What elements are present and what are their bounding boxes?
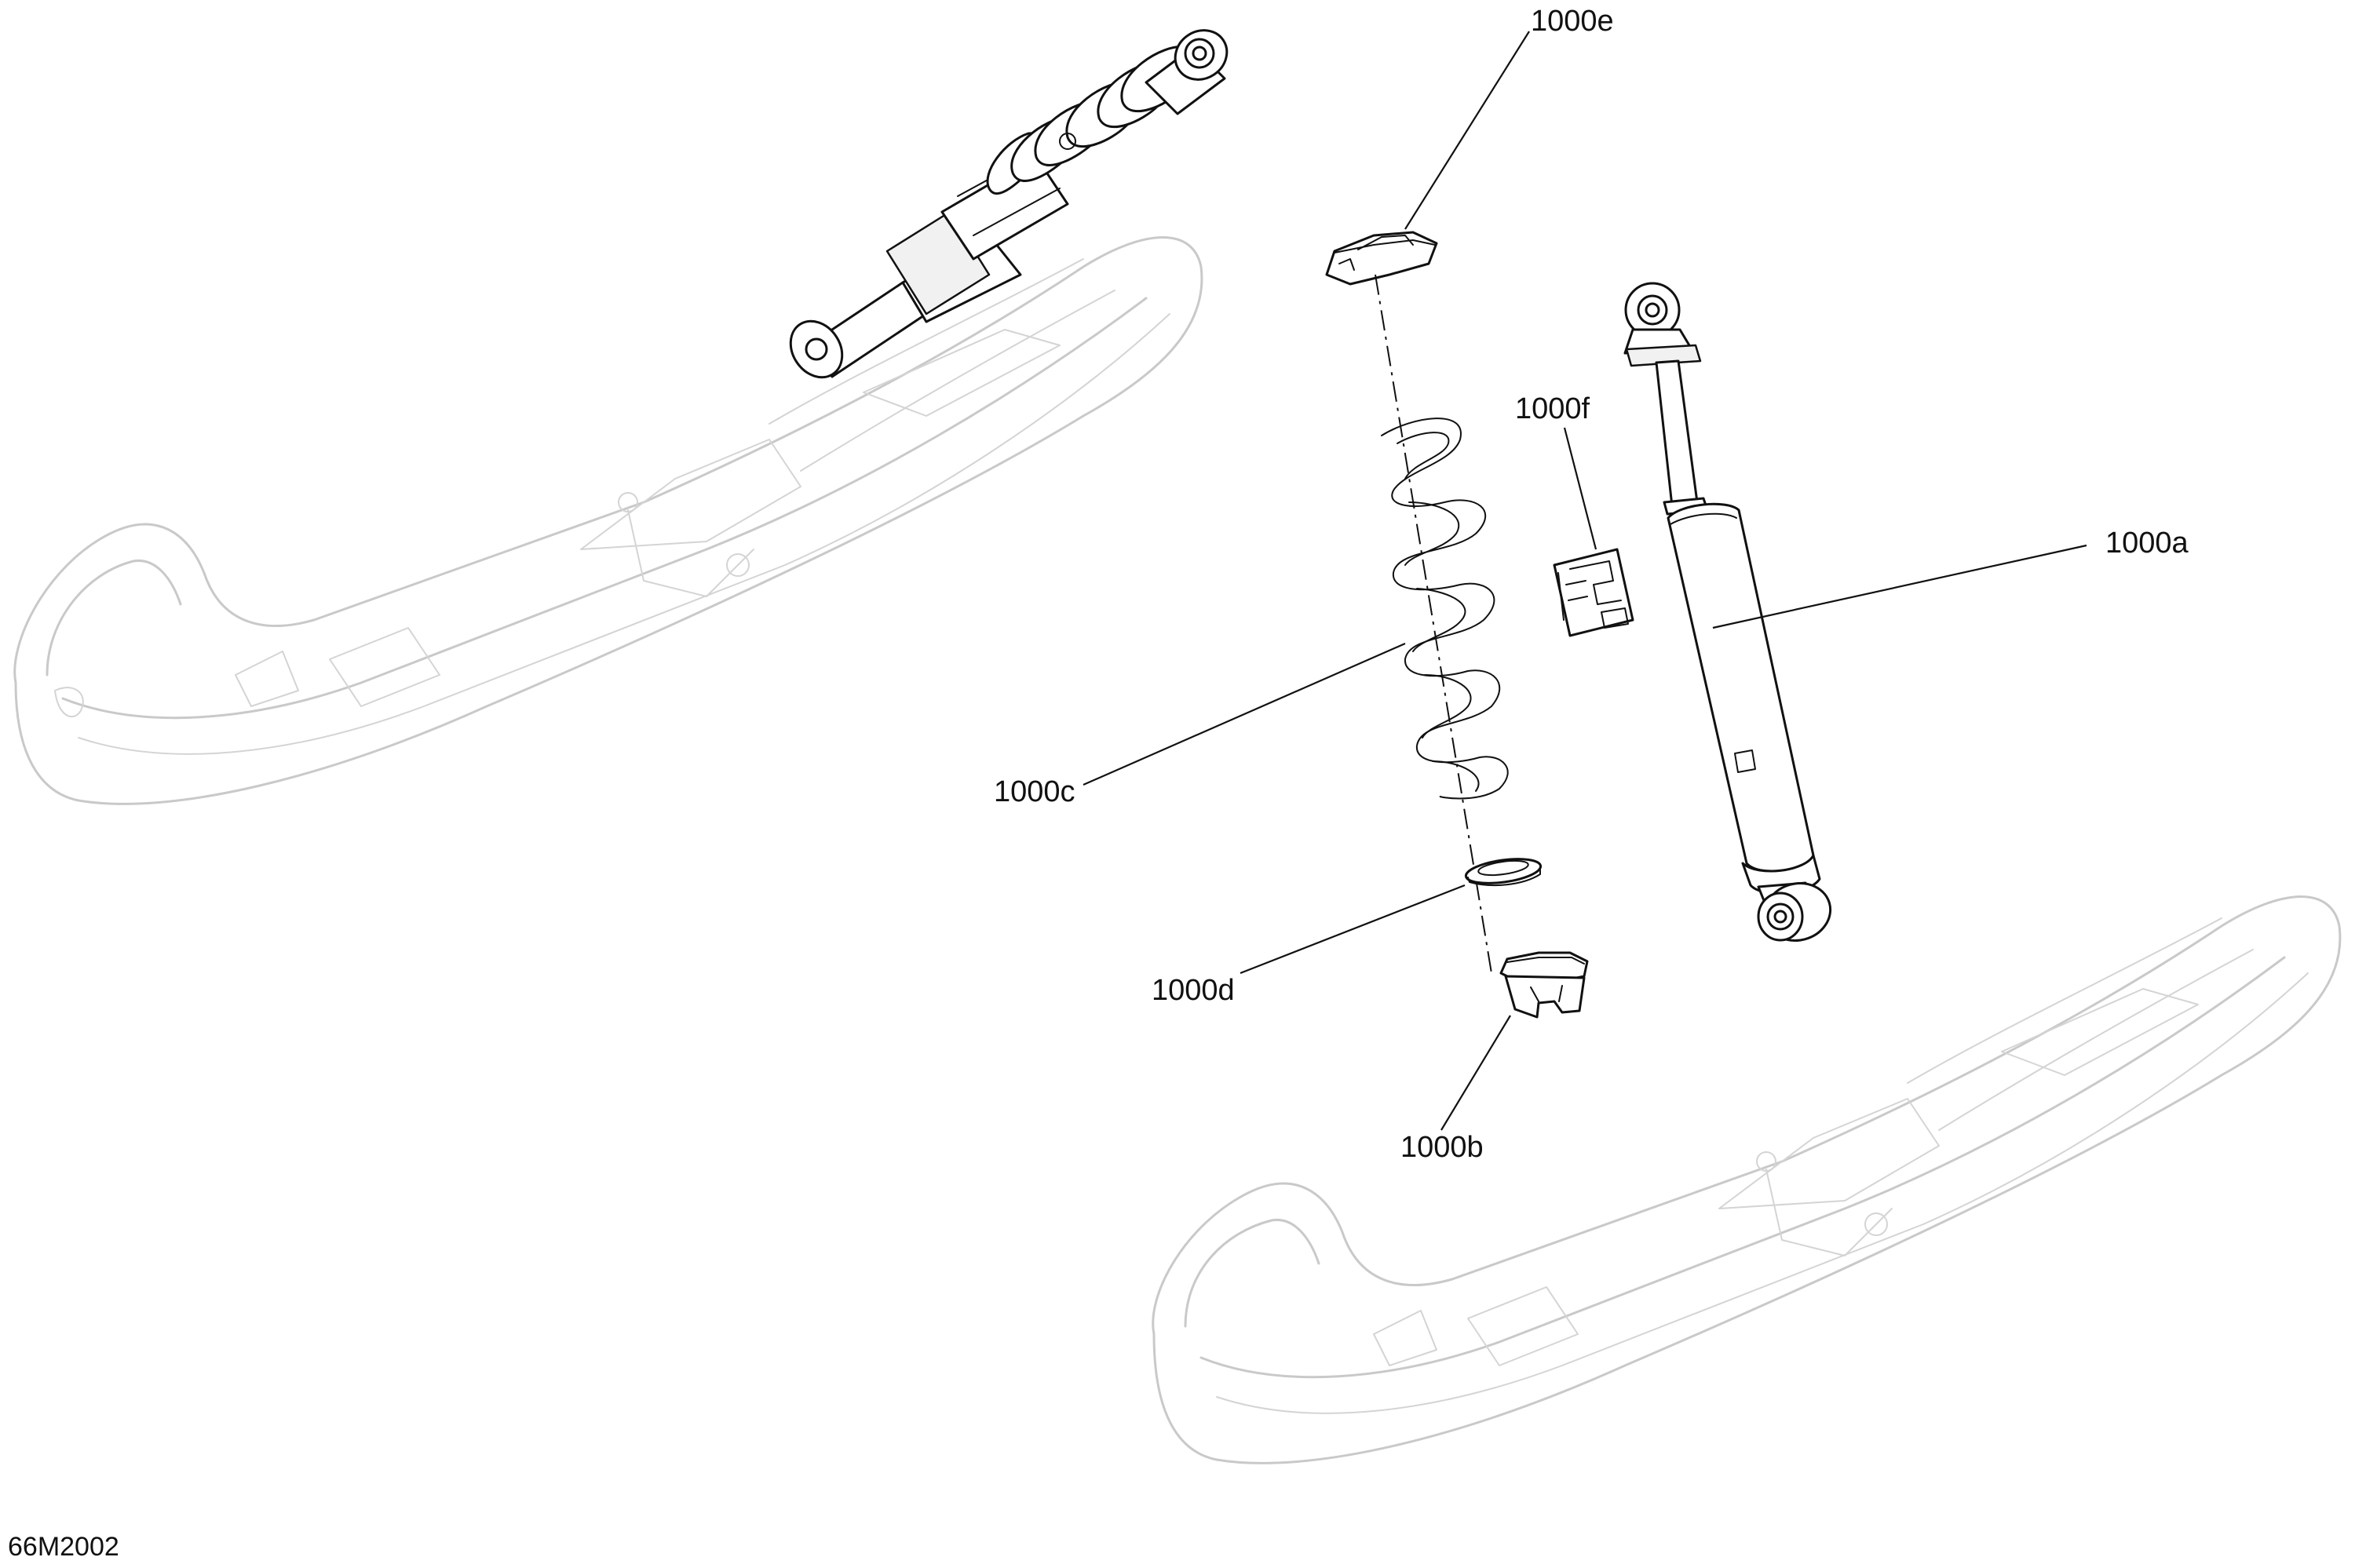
callout-1000a: 1000a <box>2105 527 2189 560</box>
clip-1000f <box>1553 548 1634 637</box>
callout-1000b: 1000b <box>1400 1131 1484 1164</box>
shock-absorber-1000a <box>1623 282 1832 942</box>
ski-left-outline <box>13 236 1203 805</box>
figure-reference: 66M2002 <box>8 1532 119 1562</box>
leader-1000f <box>1563 427 1597 550</box>
leader-1000e <box>1404 31 1530 230</box>
assembly-axis <box>1375 274 1492 974</box>
spring-seat-bottom-1000b <box>1499 951 1589 1019</box>
leader-1000d <box>1240 884 1466 975</box>
ski-right-outline <box>1152 895 2342 1464</box>
leader-1000a <box>1712 544 2087 629</box>
callout-1000c: 1000c <box>994 775 1075 808</box>
callout-1000d: 1000d <box>1152 974 1235 1007</box>
spring-seat-top-1000e <box>1325 231 1438 286</box>
callout-1000f: 1000f <box>1515 392 1590 425</box>
coil-spring-1000c <box>1381 418 1509 800</box>
leader-1000c <box>1083 642 1406 786</box>
assembled-shock-absorber <box>789 29 1229 379</box>
leader-1000b <box>1440 1015 1511 1131</box>
callout-1000e: 1000e <box>1531 5 1614 38</box>
retainer-ring-1000d <box>1464 858 1543 887</box>
